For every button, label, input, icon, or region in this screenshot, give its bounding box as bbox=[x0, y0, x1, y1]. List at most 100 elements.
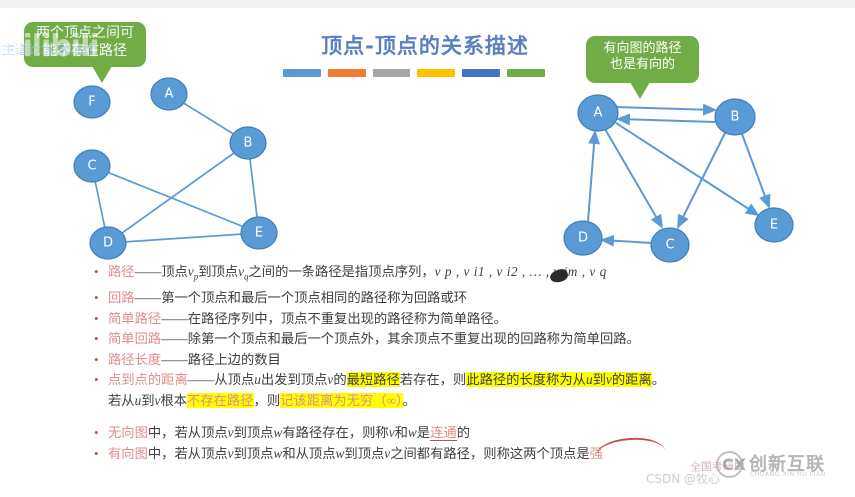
term-circuit: 回路 bbox=[108, 290, 135, 306]
definition-circuit: • 回路——第一个顶点和最后一个顶点相同的路径称为回路或环 bbox=[92, 288, 852, 308]
term-directed-graph: 有向图 bbox=[108, 445, 148, 461]
undirected-edges bbox=[91, 93, 260, 244]
distance-text-e: 。 bbox=[651, 372, 665, 388]
definition-distance: •点到点的距离——从顶点u出发到顶点v的最短路径若存在，则此路径的长度称为从u到… bbox=[92, 370, 852, 390]
distance2-v: v bbox=[154, 392, 161, 408]
title-bar-2 bbox=[327, 69, 366, 77]
cu-v2: v bbox=[388, 425, 395, 441]
bullet-dot: • bbox=[94, 264, 99, 279]
term-undirected-graph: 无向图 bbox=[108, 425, 148, 441]
callout-right-line2: 也是有向的 bbox=[609, 57, 675, 73]
simple-circuit-text: 除第一个顶点和最后一个顶点外，其余顶点不重复出现的回路称为简单回路。 bbox=[187, 331, 640, 347]
node-E: E bbox=[240, 216, 278, 250]
page-title: 顶点-顶点的关系描述 bbox=[321, 34, 529, 58]
arc-A-to-C bbox=[604, 128, 664, 229]
definition-distance-line2: 若从u到v根本不存在路径，则记该距离为无穷（∞）。 bbox=[92, 391, 852, 411]
arc-A-to-E bbox=[615, 122, 760, 217]
edge-C-E bbox=[91, 165, 260, 234]
svg-text:B: B bbox=[731, 110, 740, 125]
svg-text:D: D bbox=[578, 231, 588, 246]
path-vq-sub: q bbox=[243, 271, 249, 282]
arc-D-to-A bbox=[587, 130, 601, 222]
cu-text-d: 和 bbox=[394, 425, 408, 441]
definition-connected-undirected: •无向图中，若从顶点v到顶点w有路径存在，则称v和w是连通的 bbox=[92, 423, 852, 443]
arc-A-to-B bbox=[615, 103, 717, 116]
definition-path-length: •路径长度——路径上边的数目 bbox=[92, 350, 852, 370]
title-bar-6 bbox=[507, 69, 545, 77]
title-bar-3 bbox=[372, 69, 411, 77]
node-D: D bbox=[89, 226, 127, 260]
definition-connected-directed: •有向图中，若从顶点v到顶点w和从顶点w到顶点v之间都有路径，则称这两个顶点是强 bbox=[92, 444, 852, 464]
cd-text-e: 之间都有路径，则称这两个顶点是 bbox=[390, 445, 590, 461]
circuit-text: 第一个顶点和最后一个顶点相同的路径称为回路或环 bbox=[161, 290, 468, 306]
svg-text:C: C bbox=[665, 238, 674, 253]
directed-nodes: A B D C E bbox=[563, 94, 794, 263]
term-simple-circuit: 简单回路 bbox=[108, 331, 162, 347]
distance-text-d: 若存在，则 bbox=[399, 372, 467, 388]
cd-v2: v bbox=[384, 445, 391, 461]
path-length-text: 路径上边的数目 bbox=[187, 351, 281, 367]
bullet-dot: • bbox=[94, 331, 99, 347]
svg-text:F: F bbox=[88, 95, 95, 110]
node-F: F bbox=[73, 85, 111, 119]
cu-w2: w bbox=[407, 425, 417, 441]
svg-text:A: A bbox=[165, 87, 174, 102]
term-path-length: 路径长度 bbox=[108, 351, 162, 367]
term-path: 路径 bbox=[108, 264, 135, 279]
highlight-no-path: 不存在路径 bbox=[187, 392, 254, 408]
svg-text:E: E bbox=[770, 218, 778, 233]
bullet-dot: • bbox=[94, 351, 99, 367]
bullet-dot: • bbox=[94, 372, 99, 388]
cu-text-e: 是 bbox=[416, 425, 431, 441]
cd-v1: v bbox=[227, 445, 234, 461]
highlight-distance-v: v bbox=[605, 372, 612, 388]
path-vq: v bbox=[238, 264, 244, 279]
edge-D-E bbox=[107, 232, 260, 244]
edge-B-D bbox=[107, 142, 249, 244]
undirected-nodes: F A B C D E bbox=[73, 77, 278, 260]
cu-text-a: 中，若从顶点 bbox=[147, 425, 228, 441]
term-distance: 点到点的距离 bbox=[108, 372, 188, 388]
path-vp: v bbox=[187, 264, 194, 279]
undirected-graph: F A B C D E bbox=[73, 77, 278, 260]
brand-watermark: CX 创新互联 CHUANG XIN HU LIAN bbox=[716, 449, 855, 483]
cu-text-f: 的 bbox=[456, 425, 470, 441]
bullet-dot: • bbox=[94, 310, 99, 326]
path-text-a: 顶点 bbox=[161, 264, 188, 279]
term-simple-path: 简单路径 bbox=[108, 310, 162, 326]
distance-u: u bbox=[254, 372, 261, 388]
path-text-c: 之间的一条路径是指顶点序列， bbox=[248, 264, 435, 279]
cu-text-c: 有路径存在，则称 bbox=[282, 425, 389, 441]
highlight-distance-u: u bbox=[585, 372, 593, 388]
arc-B-to-A bbox=[616, 113, 716, 126]
dir-node-D: D bbox=[563, 220, 603, 256]
node-A: A bbox=[150, 77, 188, 111]
dir-node-C: C bbox=[650, 227, 690, 263]
dash-simple-path: —— bbox=[161, 310, 188, 326]
callout-undirected-note: 两个顶点之间可 能不存在路径 bbox=[24, 22, 146, 83]
path-vp-sub: p bbox=[193, 271, 199, 282]
highlight-distance-def-2: 到 bbox=[592, 372, 606, 388]
definition-list: •路径——顶点vp到顶点vq之间的一条路径是指顶点序列，v p , v i1 ,… bbox=[92, 262, 852, 464]
brand-name: 创新互联 bbox=[749, 454, 825, 475]
definition-path: •路径——顶点vp到顶点vq之间的一条路径是指顶点序列，v p , v i1 ,… bbox=[92, 262, 852, 287]
dash-path: —— bbox=[134, 264, 162, 279]
directed-arcs bbox=[587, 103, 771, 247]
cu-w1: w bbox=[273, 425, 283, 441]
distance2-u: u bbox=[134, 392, 142, 408]
top-strip bbox=[0, 0, 855, 8]
node-B: B bbox=[229, 126, 267, 160]
title-color-bars bbox=[283, 69, 545, 77]
cd-text-d: 到顶点 bbox=[344, 445, 385, 461]
bullet-dot: • bbox=[94, 290, 99, 306]
cd-truncated: 强 bbox=[589, 445, 603, 461]
dash-circuit: —— bbox=[134, 290, 162, 306]
cu-v1: v bbox=[227, 425, 234, 441]
definition-simple-circuit: •简单回路——除第一个顶点和最后一个顶点外，其余顶点不重复出现的回路称为简单回路… bbox=[92, 329, 852, 349]
distance2-text-e: 。 bbox=[402, 392, 416, 408]
distance2-text-d: ，则 bbox=[253, 392, 281, 408]
distance2-text-a: 若从 bbox=[108, 392, 135, 408]
directed-graph: A B D C E bbox=[563, 94, 794, 263]
highlight-shortest-path: 最短路径 bbox=[346, 372, 400, 388]
